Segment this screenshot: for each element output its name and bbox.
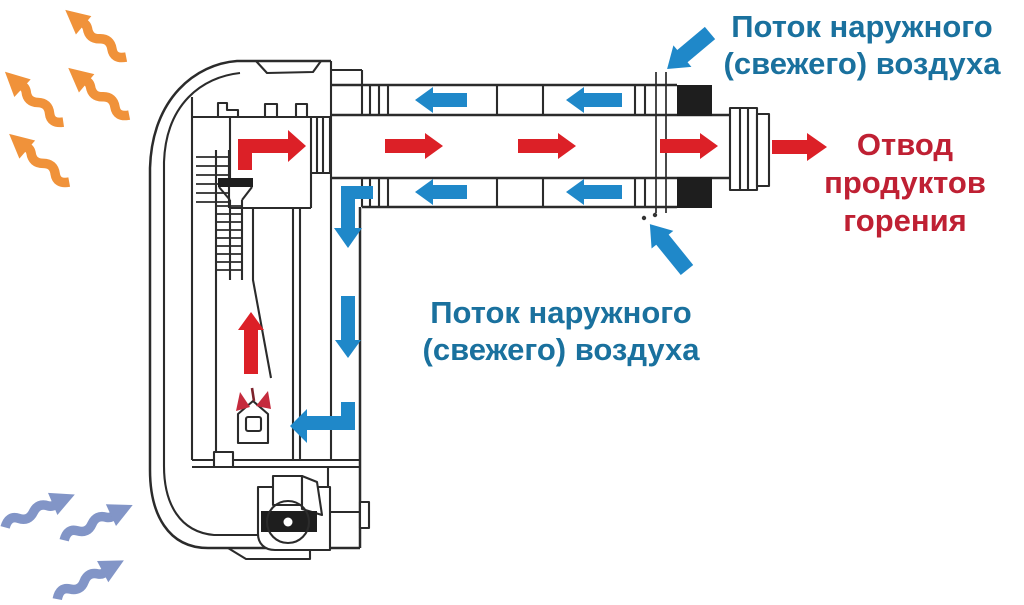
fresh-air-arrow-icon bbox=[566, 87, 622, 113]
outer-pipe bbox=[331, 83, 677, 209]
fresh-air-to-burner-arrow-icon bbox=[290, 402, 355, 443]
coaxial-pipe bbox=[309, 72, 771, 221]
warm-air-arrows bbox=[4, 9, 131, 188]
label-line: (свежего) воздуха bbox=[723, 46, 1001, 81]
flame-icon bbox=[236, 392, 250, 411]
exhaust-flow-arrows bbox=[238, 130, 827, 374]
label-fresh-air-middle: Поток наружного (свежего) воздуха bbox=[400, 294, 722, 368]
fresh-air-arrow-icon bbox=[415, 179, 467, 205]
heater-outer-case bbox=[148, 59, 360, 550]
room-air-wavy-arrow-icon bbox=[59, 504, 133, 542]
pipe-seal-bottom bbox=[677, 177, 712, 208]
gas-valve bbox=[256, 474, 332, 552]
exhaust-arrow-icon bbox=[660, 133, 718, 159]
warm-air-wavy-arrow-icon bbox=[65, 9, 128, 63]
label-line: (свежего) воздуха bbox=[422, 332, 700, 367]
heat-exchanger-fins-upper bbox=[196, 156, 229, 203]
room-air-wavy-arrow-icon bbox=[52, 560, 124, 601]
pipe-mid-joint bbox=[495, 85, 545, 207]
label-line: горения bbox=[843, 203, 967, 238]
label-line: Поток наружного bbox=[731, 9, 993, 44]
exhaust-elbow-arrow-icon bbox=[238, 130, 306, 170]
heat-exchanger-fins-lower bbox=[217, 205, 242, 271]
exhaust-arrow-icon bbox=[385, 133, 443, 159]
warm-air-wavy-arrow-icon bbox=[68, 67, 131, 121]
pipe-seal-top bbox=[677, 85, 712, 116]
pilot-window bbox=[244, 415, 263, 433]
inner-pipe-connector bbox=[309, 115, 332, 175]
label-line: продуктов bbox=[824, 165, 986, 200]
label-line: Отвод bbox=[856, 127, 954, 162]
fresh-air-intake-arrow-icon bbox=[649, 224, 694, 276]
fresh-air-down-arrow-icon bbox=[335, 296, 361, 358]
room-air-arrows bbox=[0, 492, 133, 601]
combustion-chamber bbox=[192, 115, 313, 210]
warm-air-wavy-arrow-icon bbox=[4, 71, 65, 128]
pipe-end-collar bbox=[728, 106, 759, 192]
heater-body bbox=[148, 59, 371, 561]
case-step bbox=[331, 68, 364, 85]
fresh-air-arrow-icon bbox=[415, 87, 467, 113]
exhaust-up-arrow-icon bbox=[238, 312, 264, 374]
heater-inner-wall bbox=[162, 71, 310, 537]
fresh-air-arrow-icon bbox=[566, 179, 622, 205]
warm-air-wavy-arrow-icon bbox=[9, 133, 71, 188]
top-louver bbox=[255, 60, 322, 75]
burner-icon bbox=[236, 387, 271, 445]
exhaust-arrow-icon bbox=[518, 133, 576, 159]
inner-pipe bbox=[331, 113, 730, 180]
flame-icon bbox=[256, 391, 271, 409]
room-air-wavy-arrow-icon bbox=[0, 492, 75, 529]
fresh-air-intake-arrow-icon bbox=[667, 26, 716, 69]
exhaust-outlet-arrow-icon bbox=[772, 133, 827, 161]
gas-valve-knob bbox=[265, 499, 311, 545]
base-foot bbox=[227, 547, 312, 561]
label-exhaust: Отвод продуктов горения bbox=[802, 126, 1008, 240]
label-line: Поток наружного bbox=[430, 295, 692, 330]
fresh-air-elbow-arrow-icon bbox=[334, 186, 373, 248]
label-fresh-air-top: Поток наружного (свежего) воздуха bbox=[700, 8, 1024, 82]
fresh-air-flow-arrows bbox=[290, 26, 716, 443]
